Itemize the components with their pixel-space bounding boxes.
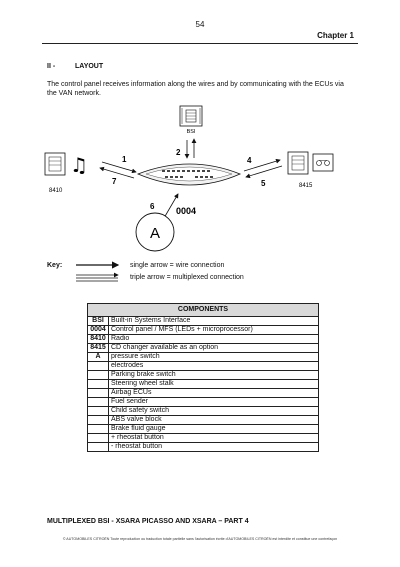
intro-paragraph: The control panel receives information a…	[47, 81, 344, 97]
page-number: 54	[195, 20, 205, 29]
component-description: Radio	[108, 334, 319, 344]
component-code	[87, 370, 109, 380]
table-row: Steering wheel stalk	[87, 379, 319, 389]
control-panel-icon	[136, 163, 242, 186]
component-description: Brake fluid gauge	[108, 424, 319, 434]
arrow-2-bsi-to-panel	[184, 138, 197, 159]
arrow-number-2: 2	[176, 148, 181, 157]
arrow-number-5: 5	[261, 179, 266, 188]
arrow-number-6: 6	[150, 202, 155, 211]
component-description: CD changer available as an option	[108, 343, 319, 353]
components-header: COMPONENTS	[87, 303, 319, 317]
arrow-number-1: 1	[122, 155, 127, 164]
component-description: Steering wheel stalk	[108, 379, 319, 389]
sensor-a-label: A	[150, 225, 160, 242]
component-code: A	[87, 352, 109, 362]
table-row: Brake fluid gauge	[87, 424, 319, 434]
sensor-a-circle	[135, 212, 175, 252]
table-row: ABS valve block	[87, 415, 319, 425]
component-description: Airbag ECUs	[108, 388, 319, 398]
arrow-number-7: 7	[112, 177, 117, 186]
table-row: + rheostat button	[87, 433, 319, 443]
component-description: Built-in Systems Interface	[108, 316, 319, 326]
component-code: BSI	[87, 316, 109, 326]
component-code	[87, 415, 109, 425]
footer-title: MULTIPLEXED BSI - XSARA PICASSO AND XSAR…	[47, 518, 249, 525]
right-unit-label: 8415	[299, 183, 313, 189]
section-number: II -	[47, 63, 56, 70]
key-label: Key:	[47, 262, 63, 269]
key-triple-text: triple arrow = multiplexed connection	[130, 274, 244, 281]
bsi-unit-icon	[179, 105, 203, 127]
component-description: ABS valve block	[108, 415, 319, 425]
table-row: Airbag ECUs	[87, 388, 319, 398]
header-rule	[42, 43, 358, 44]
component-code	[87, 442, 109, 452]
key-single-text: single arrow = wire connection	[130, 262, 225, 269]
bsi-label: BSI	[187, 129, 196, 135]
radio-unit-icon	[44, 152, 66, 176]
component-code	[87, 379, 109, 389]
arrow-number-4: 4	[247, 156, 252, 165]
table-row: electrodes	[87, 361, 319, 371]
component-description: electrodes	[108, 361, 319, 371]
arrow-6-sensor-to-panel	[163, 193, 179, 219]
key-triple-arrow	[76, 272, 119, 282]
section-title: LAYOUT	[75, 63, 104, 70]
arrow-1-7-radio-panel	[99, 161, 137, 179]
component-code: 8410	[87, 334, 109, 344]
left-unit-label: 8410	[49, 188, 63, 194]
component-code: 8415	[87, 343, 109, 353]
component-description: - rheostat button	[108, 442, 319, 452]
component-description: pressure switch	[108, 352, 319, 362]
cd-changer-unit-icon	[287, 151, 334, 175]
component-code	[87, 424, 109, 434]
component-code	[87, 406, 109, 416]
component-description: Parking brake switch	[108, 370, 319, 380]
component-code	[87, 388, 109, 398]
component-code	[87, 433, 109, 443]
component-description: Control panel / MFS (LEDs + microprocess…	[108, 325, 319, 335]
copyright-notice: © AUTOMOBILES CITROËN Toute reproduction…	[62, 537, 338, 541]
component-code	[87, 397, 109, 407]
table-row: Parking brake switch	[87, 370, 319, 380]
component-description: Fuel sender	[108, 397, 319, 407]
table-row: - rheostat button	[87, 442, 319, 452]
component-code	[87, 361, 109, 371]
components-header-row: COMPONENTS	[87, 303, 319, 317]
panel-code-label: 0004	[176, 206, 196, 216]
table-row: Fuel sender	[87, 397, 319, 407]
music-note-icon: ♫	[70, 153, 88, 177]
arrow-4-5-cd-panel	[243, 158, 283, 179]
component-description: + rheostat button	[108, 433, 319, 443]
table-row: Child safety switch	[87, 406, 319, 416]
component-code: 0004	[87, 325, 109, 335]
component-description: Child safety switch	[108, 406, 319, 416]
chapter-heading: Chapter 1	[317, 31, 354, 40]
